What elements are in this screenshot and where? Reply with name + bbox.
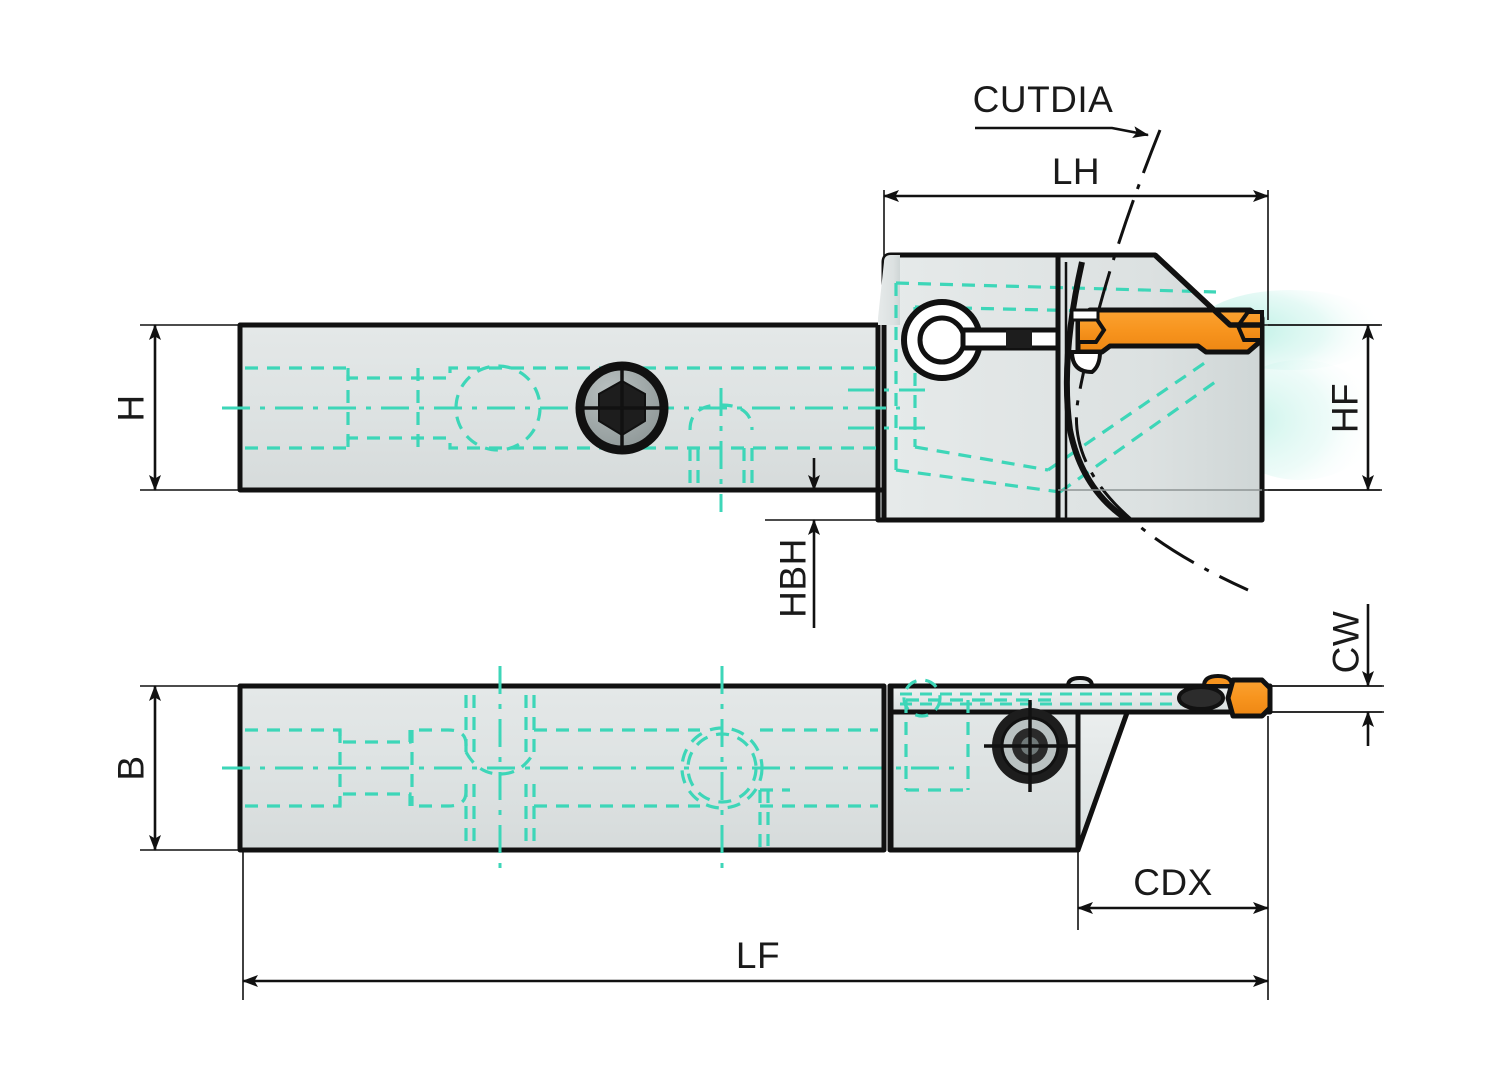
dimension-hf: HF: [1268, 324, 1382, 491]
dimension-cdx: CDX: [1077, 716, 1269, 930]
plan-view: [222, 666, 1382, 870]
dim-label-cutdia: CUTDIA: [973, 79, 1114, 120]
dimension-b: B: [111, 685, 243, 851]
dimension-cw: CW: [1270, 604, 1384, 746]
dimension-lf: LF: [242, 852, 1269, 1000]
head-centerlines-side: [848, 388, 932, 430]
dim-label-cdx: CDX: [1133, 862, 1213, 903]
dimension-lh: LH: [883, 151, 1269, 320]
cutdia-arc: [1075, 129, 1249, 592]
hex-socket-screw-side[interactable]: [575, 361, 669, 455]
dim-label-cw: CW: [1326, 611, 1367, 674]
cutting-insert-side: [1075, 307, 1265, 355]
head-right-outline: [1153, 252, 1262, 328]
insert-relief-notch: [1069, 350, 1103, 375]
dim-label-b: B: [111, 755, 152, 780]
dim-label-h: H: [111, 394, 152, 421]
side-view: [222, 129, 1385, 592]
dimension-cutdia: CUTDIA: [973, 79, 1149, 139]
coolant-centerlines-plan: [222, 666, 960, 870]
insert-relief-top: [1070, 308, 1100, 322]
coolant-outlet-plan: [1177, 685, 1225, 711]
dim-label-hf: HF: [1325, 383, 1366, 433]
cutting-insert-plan: [1225, 677, 1273, 719]
blade-arm-bump-2: [1201, 673, 1235, 688]
coolant-channels-plan: [245, 678, 1058, 850]
clamp-ring-side: [901, 299, 1061, 381]
dim-label-hbh: HBH: [773, 538, 814, 618]
dim-label-lf: LF: [736, 935, 780, 976]
dim-label-lh: LH: [1052, 151, 1100, 192]
torx-screw-plan[interactable]: [984, 700, 1076, 792]
dimension-h: H: [111, 324, 243, 491]
blade-arm-bump-1: [1065, 675, 1095, 688]
arm-hidden-lines-plan: [900, 692, 1206, 706]
dimension-hbh: HBH: [765, 458, 885, 628]
coolant-centerlines-side: [222, 388, 900, 512]
